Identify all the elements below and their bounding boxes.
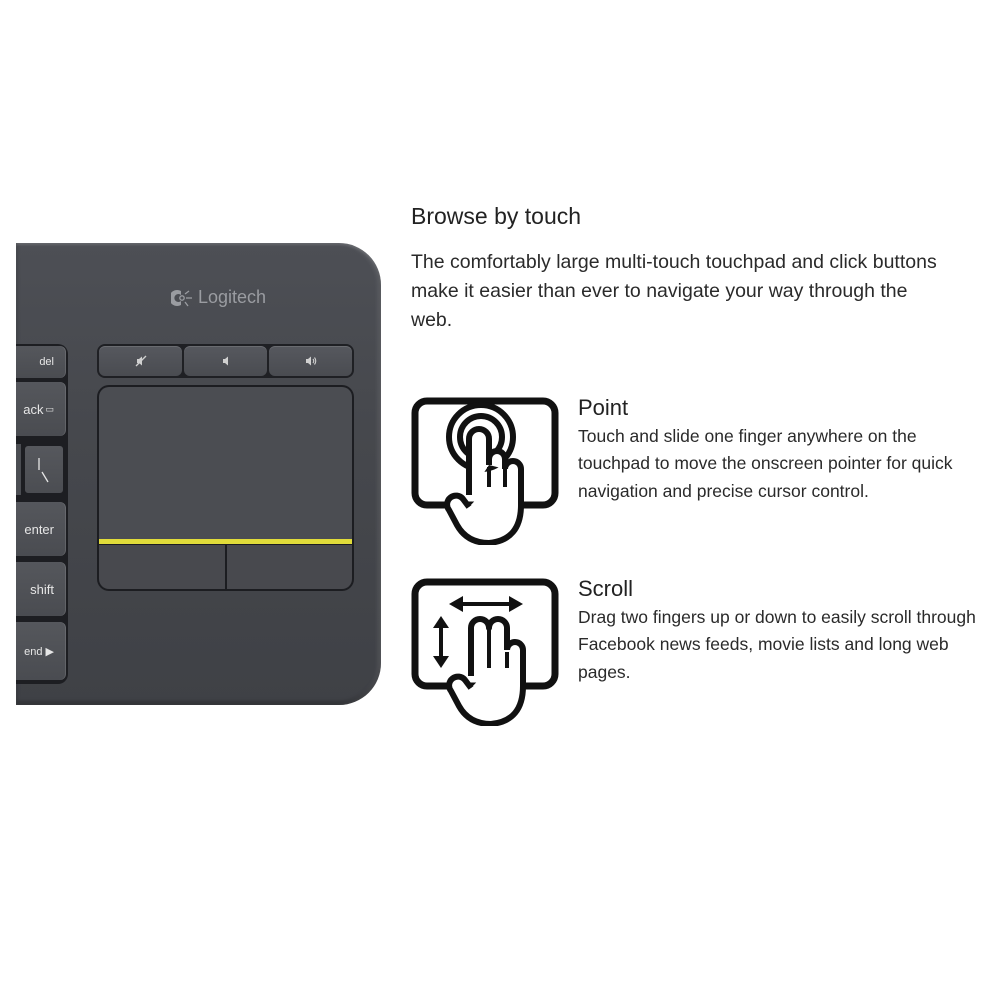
backspace-key[interactable]: ack ▭ xyxy=(16,382,66,436)
page-title: Browse by touch xyxy=(411,203,582,229)
feature-title: Point xyxy=(578,395,629,420)
speaker-high-icon xyxy=(305,356,316,366)
scroll-gesture-icon xyxy=(411,578,559,726)
touchpad-surface[interactable] xyxy=(99,387,352,540)
logitech-logo-icon xyxy=(171,289,192,306)
brand-logo: Logitech xyxy=(171,287,266,308)
enter-key[interactable]: enter xyxy=(16,502,66,556)
keyboard-keys-column: del ack ▭ enter shift end ▶ xyxy=(16,344,68,684)
media-keys xyxy=(97,344,354,378)
shift-key[interactable]: shift xyxy=(16,562,66,616)
mute-key[interactable] xyxy=(99,346,182,376)
speaker-mute-icon xyxy=(135,355,146,367)
backspace-key-label: ack xyxy=(23,401,44,417)
volume-up-key[interactable] xyxy=(269,346,352,376)
left-click-button[interactable] xyxy=(99,545,225,589)
end-key[interactable]: end ▶ xyxy=(16,622,66,680)
feature-description: Touch and slide one finger anywhere on t… xyxy=(578,426,953,501)
backslash-key[interactable] xyxy=(23,444,65,495)
backspace-icon: ▭ xyxy=(45,403,54,414)
feature-description: Drag two fingers up or down to easily sc… xyxy=(578,607,976,682)
point-gesture-icon xyxy=(411,397,559,545)
backslash-glyph-icon xyxy=(38,458,49,483)
intro-paragraph: The comfortably large multi-touch touchp… xyxy=(411,251,937,331)
touchpad-assembly xyxy=(97,385,354,591)
speaker-low-icon xyxy=(222,356,228,366)
brand-name: Logitech xyxy=(198,287,267,307)
touchpad-accent-line xyxy=(99,539,352,544)
feature-title: Scroll xyxy=(578,576,634,601)
del-key[interactable]: del xyxy=(16,346,66,378)
partial-key xyxy=(16,444,23,495)
volume-down-key[interactable] xyxy=(184,346,267,376)
right-click-button[interactable] xyxy=(226,545,352,589)
